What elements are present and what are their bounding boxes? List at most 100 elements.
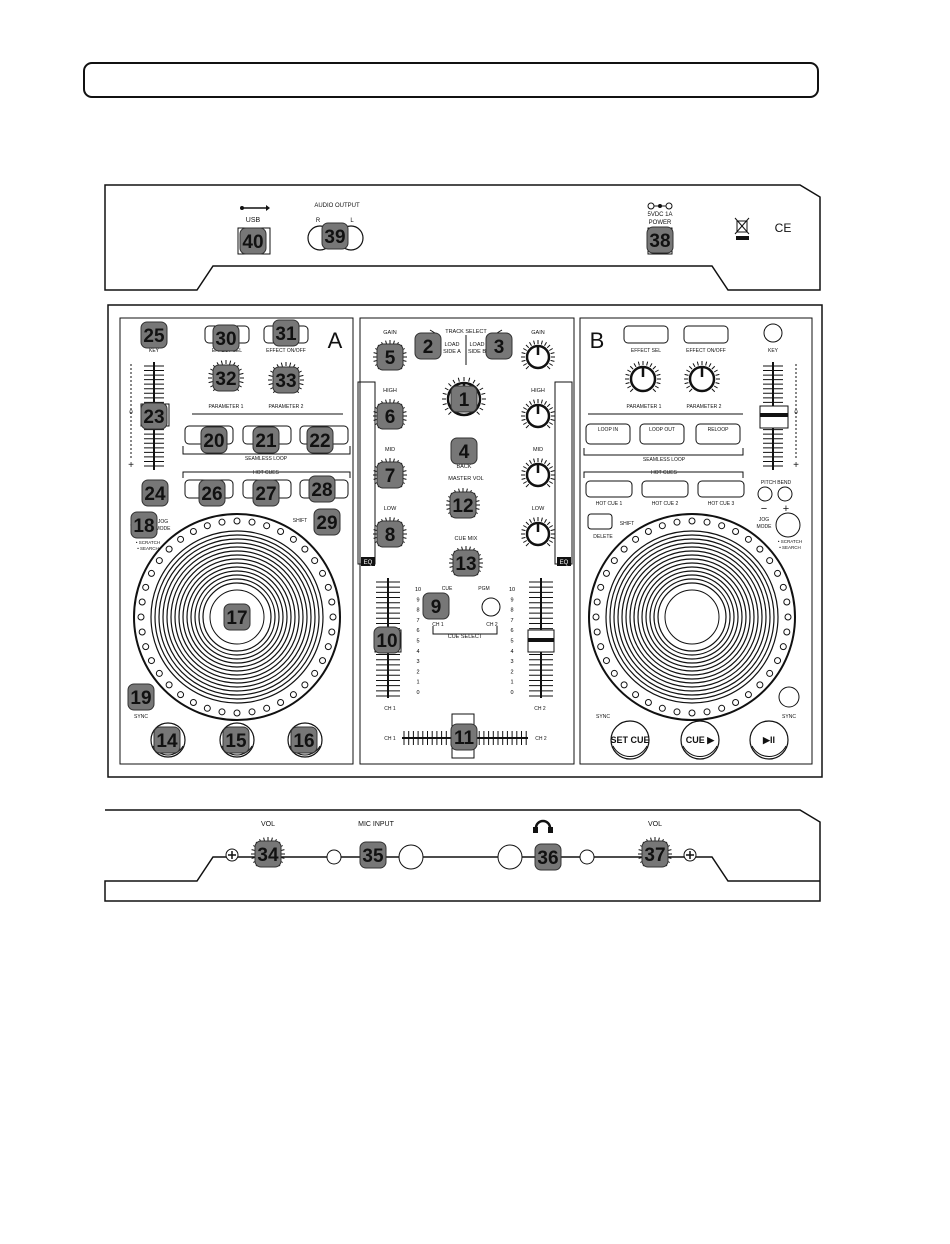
hot-cue-1-label-b: HOT CUE 1 <box>596 501 623 507</box>
cue-mix-label: CUE MIX <box>455 536 478 542</box>
rear-panel: USB AUDIO OUTPUT R L 5VDC 1A POWER CE <box>104 184 821 291</box>
callout-12: 12 <box>449 491 477 519</box>
jog-mode-line2-b: MODE <box>757 524 773 530</box>
delete-label-b: DELETE <box>593 534 613 540</box>
loop-out-button-b[interactable] <box>639 423 685 445</box>
callout-26: 26 <box>198 479 226 507</box>
callout-8: 8 <box>376 520 404 548</box>
effect-sel-label-b: EFFECT SEL <box>631 348 661 354</box>
key-button-b[interactable] <box>763 323 783 343</box>
callout-22: 22 <box>306 426 334 454</box>
low-knob-b[interactable] <box>521 517 555 547</box>
callout-21: 21 <box>252 426 280 454</box>
high-knob-b[interactable] <box>521 399 555 429</box>
pitch-bend-plus-button[interactable] <box>777 486 793 502</box>
dc-polarity-icon <box>647 202 673 210</box>
effect-sel-button-b[interactable] <box>623 325 669 344</box>
seamless-loop-label-b: SEAMLESS LOOP <box>643 457 686 463</box>
callout-1: 1 <box>450 385 478 413</box>
callout-17: 17 <box>223 603 251 631</box>
fader-scale-number: 1 <box>510 680 513 686</box>
channel-fader-2[interactable] <box>527 578 555 698</box>
search-label-b: • SEARCH <box>779 545 801 550</box>
set-cue-button[interactable] <box>610 720 650 760</box>
mid-knob-b[interactable] <box>521 458 555 488</box>
fader-scale-number: 7 <box>510 618 513 624</box>
jog-wheel-b[interactable] <box>588 513 796 721</box>
audio-output-label: AUDIO OUTPUT <box>314 203 360 209</box>
hot-cue-3-button-b[interactable] <box>697 480 745 498</box>
sync-label-b-left: SYNC <box>596 714 610 720</box>
sync-button-b[interactable] <box>778 686 800 708</box>
gain-knob-b[interactable] <box>521 340 555 370</box>
cue-select-ch2-button[interactable] <box>481 597 501 617</box>
callout-36: 36 <box>534 843 562 871</box>
headphone-jack-small[interactable] <box>579 849 595 865</box>
fader-scale-number: 8 <box>416 608 419 614</box>
hot-cues-label-a: HOT CUES <box>253 470 279 476</box>
loop-out-label-b: LOOP OUT <box>649 427 675 433</box>
plus-icon-left <box>225 848 239 862</box>
usb-label: USB <box>246 217 261 224</box>
hot-cue-1-button-b[interactable] <box>585 480 633 498</box>
callout-4: 4 <box>450 437 478 465</box>
callout-number: 8 <box>385 525 396 546</box>
vol-label-right: VOL <box>648 821 662 828</box>
callout-number: 15 <box>225 731 247 752</box>
parameter-1-label-b: PARAMETER 1 <box>627 404 662 410</box>
loop-in-button-b[interactable] <box>585 423 631 445</box>
callout-9: 9 <box>422 592 450 620</box>
fader-scale-number: 3 <box>416 659 419 665</box>
cue-play-label: CUE ▶ <box>686 735 716 745</box>
callout-number: 34 <box>257 845 279 866</box>
r-label: R <box>316 218 321 224</box>
callout-number: 18 <box>133 516 154 537</box>
power-rating: 5VDC 1A <box>647 212 672 218</box>
jog-mode-button-b[interactable] <box>775 512 801 538</box>
jog-mode-line2-a: MODE <box>156 526 172 532</box>
cue-play-button[interactable] <box>680 720 720 760</box>
fader-scale-number: 10 <box>509 587 515 593</box>
callout-14: 14 <box>153 726 181 754</box>
callout-number: 38 <box>649 231 670 252</box>
callout-number: 2 <box>423 337 434 358</box>
pitch-bend-plus-label: + <box>783 503 789 515</box>
callout-number: 22 <box>309 431 330 452</box>
reloop-button-b[interactable] <box>695 423 741 445</box>
low-label-b: LOW <box>532 506 545 512</box>
headphone-jack-large[interactable] <box>497 844 523 870</box>
load-side-b-line2: SIDE B <box>468 349 486 355</box>
mic-input-jack[interactable] <box>398 844 424 870</box>
jog-mode-line1-a: JOG <box>158 519 168 525</box>
high-label-a: HIGH <box>383 388 397 394</box>
scratch-label-a: • SCRATCH <box>136 540 160 545</box>
l-label: L <box>350 218 354 224</box>
pitch-fader-b[interactable] <box>759 362 789 470</box>
sync-label-b-right: SYNC <box>782 714 796 720</box>
track-select-label: TRACK SELECT <box>445 329 487 335</box>
parameter-1-knob-b[interactable] <box>625 361 661 393</box>
play-pause-button[interactable] <box>749 720 789 760</box>
callout-number: 27 <box>255 484 276 505</box>
usb-icon <box>240 205 270 211</box>
callout-38: 38 <box>646 226 674 254</box>
fader-scale-number: 6 <box>510 628 513 634</box>
load-side-a-line2: SIDE A <box>443 349 461 355</box>
eq-label-right: EQ <box>560 560 569 566</box>
callout-6: 6 <box>376 402 404 430</box>
pitch-bend-minus-label: − <box>761 503 767 515</box>
parameter-2-knob-b[interactable] <box>684 361 720 393</box>
callout-27: 27 <box>252 479 280 507</box>
seamless-loop-label-a: SEAMLESS LOOP <box>245 456 288 462</box>
callout-number: 7 <box>385 466 396 487</box>
pitch-bend-minus-button[interactable] <box>757 486 773 502</box>
effect-onoff-button-b[interactable] <box>683 325 729 344</box>
hot-cue-2-button-b[interactable] <box>641 480 689 498</box>
mic-input-label: MIC INPUT <box>358 821 395 828</box>
load-side-a-line1: LOAD <box>445 342 460 348</box>
callout-number: 20 <box>203 431 224 452</box>
shift-button-b[interactable] <box>587 513 613 530</box>
back-label: BACK <box>457 464 472 470</box>
callout-number: 24 <box>144 484 166 505</box>
